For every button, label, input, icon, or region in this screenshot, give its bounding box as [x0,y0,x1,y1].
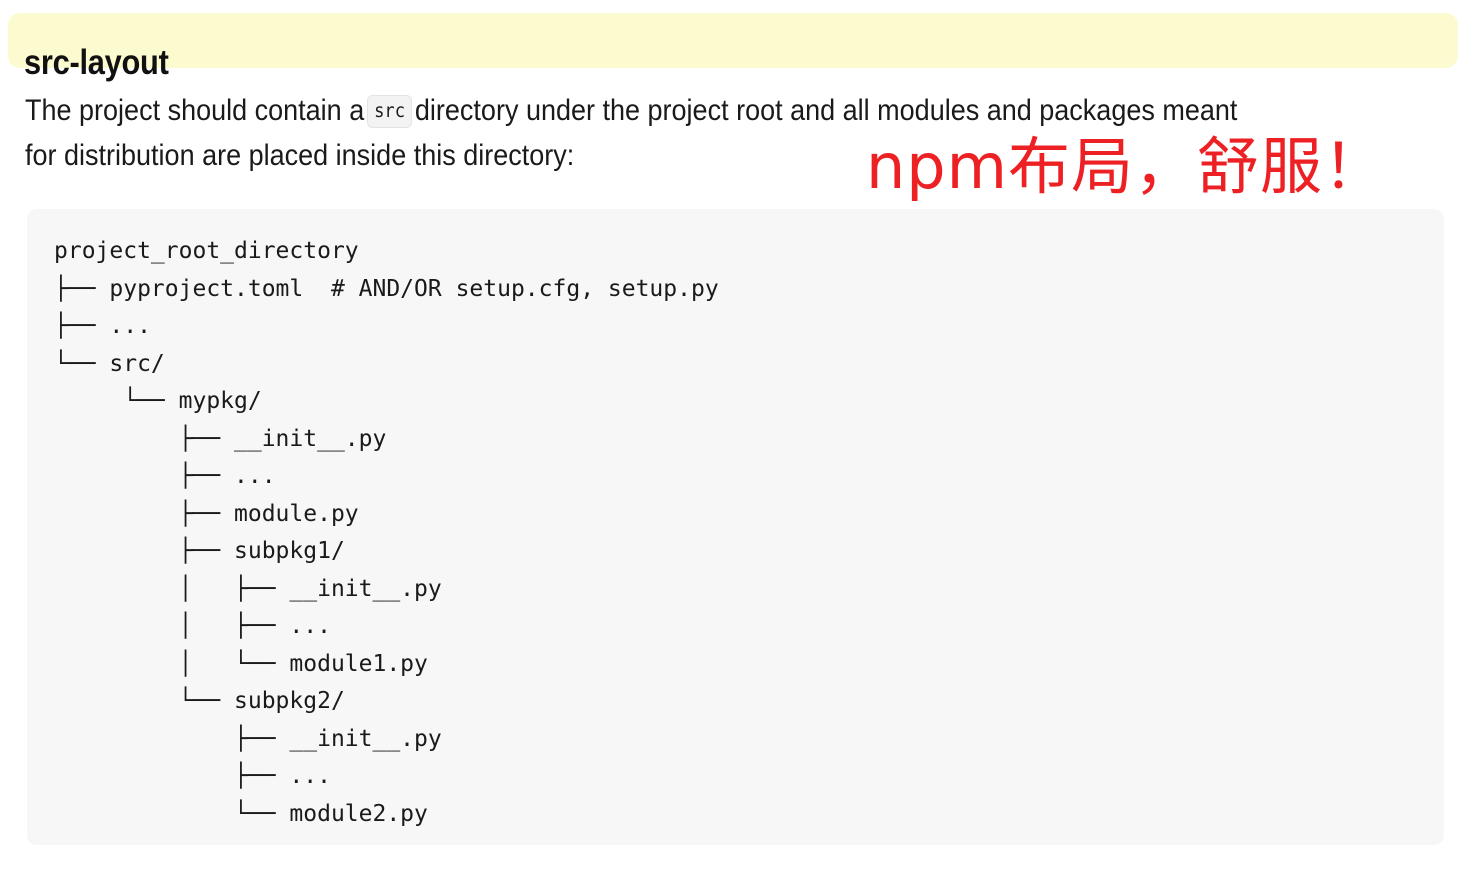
paragraph-text-after-code: directory under the project root and all… [414,94,1238,127]
paragraph-text-before-code: The project should contain a [25,94,365,127]
red-annotation-text: npm布局，舒服！ [866,130,1387,203]
paragraph-line-2: for distribution are placed inside this … [25,139,575,172]
heading-highlight-band [8,13,1458,68]
inline-code-src: src [366,95,413,128]
page-title: src-layout [24,43,169,83]
directory-tree-code: project_root_directory ├── pyproject.tom… [54,238,719,827]
code-block: project_root_directory ├── pyproject.tom… [27,209,1444,845]
